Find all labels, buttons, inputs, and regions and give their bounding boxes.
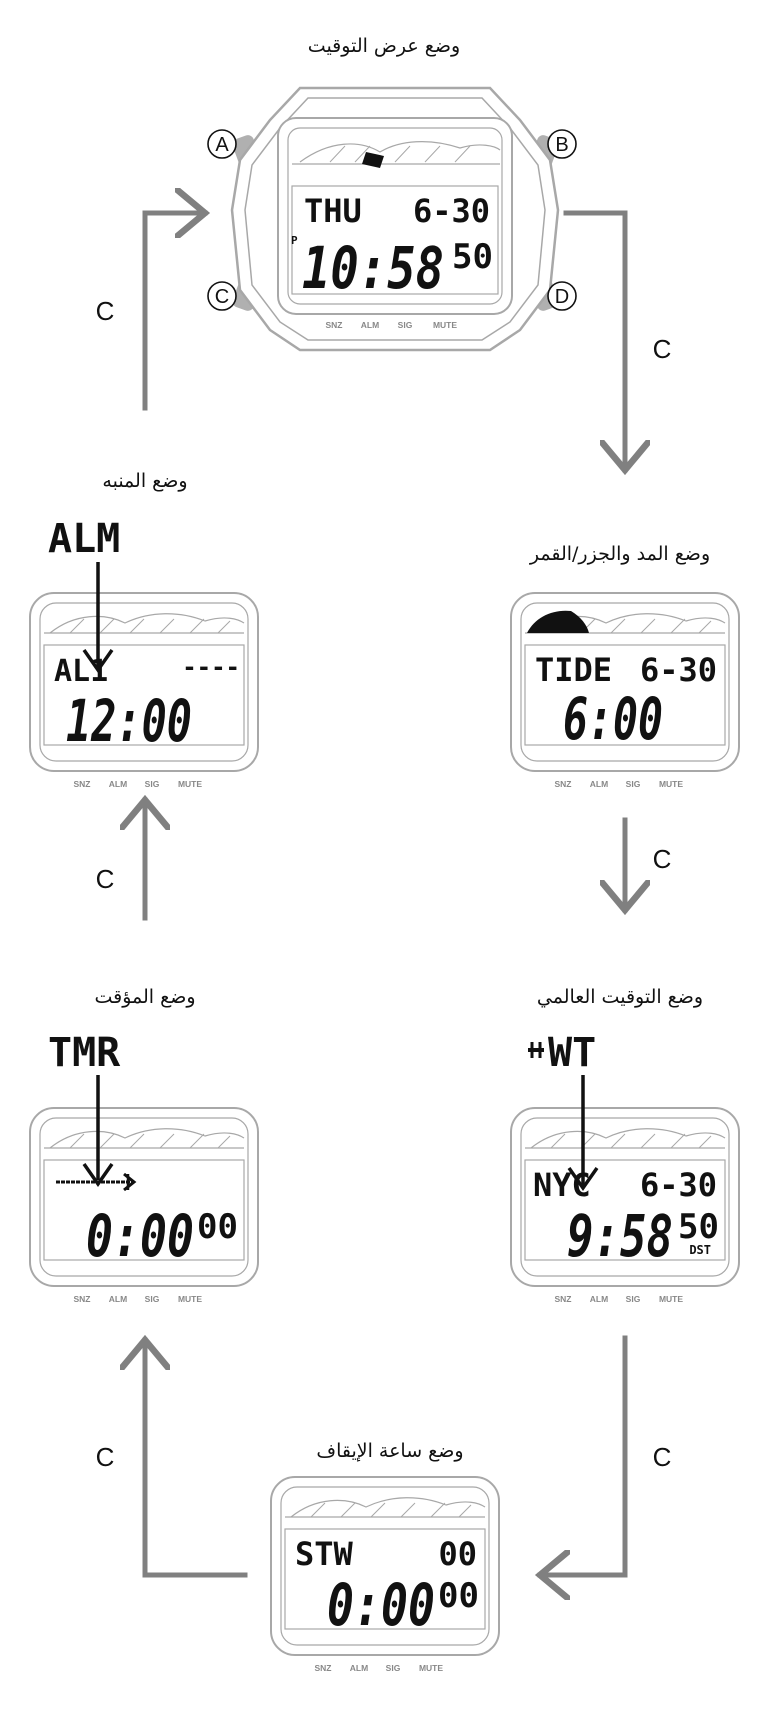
c-label-alarm-to-timekeeping: C xyxy=(96,296,115,326)
tk-time: 10:58 xyxy=(302,234,444,302)
timer-seconds: 00 xyxy=(197,1207,238,1247)
timer-footer-mute: MUTE xyxy=(178,1294,202,1304)
flow-arrow-world-time-to-stopwatch xyxy=(540,1335,628,1575)
stw-footer-snz: SNZ xyxy=(315,1663,332,1673)
callout-world-time: WT xyxy=(548,1030,596,1076)
timer-footer-sig: SIG xyxy=(145,1294,160,1304)
watch-alarm: AL1 ---- 12:00 SNZ ALM SIG MUTE xyxy=(29,592,259,789)
stw-split: 00 xyxy=(438,1535,477,1573)
wt-footer-sig: SIG xyxy=(626,1294,641,1304)
tk-seconds: 50 xyxy=(452,237,493,277)
alarm-footer-snz: SNZ xyxy=(74,779,91,789)
button-labels: A B C D xyxy=(207,129,577,311)
moon-phase-segment xyxy=(362,152,384,168)
stw-seconds: 00 xyxy=(438,1576,479,1616)
c-label-stopwatch-to-timer: C xyxy=(96,1442,115,1472)
label-timer-mode: وضع المؤقت xyxy=(94,986,195,1008)
timer-time: 0:00 xyxy=(86,1202,194,1270)
stw-footer-alm: ALM xyxy=(350,1663,368,1673)
tide-footer-snz: SNZ xyxy=(555,779,572,789)
tide-moon-segment xyxy=(527,610,589,633)
label-alarm-mode: وضع المنبه xyxy=(102,470,187,492)
tk-date: 6-30 xyxy=(413,192,490,230)
stw-footer-sig: SIG xyxy=(386,1663,401,1673)
flow-arrow-timekeeping-to-tide xyxy=(563,210,625,470)
flow-arrow-stopwatch-to-timer xyxy=(145,1340,248,1578)
alarm-footer-mute: MUTE xyxy=(178,779,202,789)
alarm-dashes: ---- xyxy=(182,653,240,681)
tide-date: 6-30 xyxy=(640,651,717,689)
c-label-world-time-to-stopwatch: C xyxy=(653,1442,672,1472)
timer-footer-snz: SNZ xyxy=(74,1294,91,1304)
wt-footer-alm: ALM xyxy=(590,1294,608,1304)
label-stopwatch-mode: وضع ساعة الإيقاف xyxy=(316,1440,463,1462)
button-a-label: A xyxy=(215,134,229,156)
watch-stopwatch: STW 00 0:00 00 SNZ ALM SIG MUTE xyxy=(270,1476,500,1673)
callout-timer-pointer-head xyxy=(82,1162,114,1188)
stw-time: 0:00 xyxy=(327,1571,435,1639)
alarm-footer-alm: ALM xyxy=(109,779,127,789)
tk-footer-sig: SIG xyxy=(398,320,413,330)
tide-label: TIDE xyxy=(535,651,612,689)
wt-time: 9:58 xyxy=(567,1202,673,1270)
tide-time: 6:00 xyxy=(563,685,663,753)
watch-world-time: NYC 6-30 9:58 50 DST SNZ ALM SIG MUTE xyxy=(510,1107,740,1304)
alarm-footer-sig: SIG xyxy=(145,779,160,789)
label-tide-moon-mode: وضع المد والجزر/القمر xyxy=(529,543,710,565)
wt-seconds: 50 xyxy=(678,1207,719,1247)
wt-dst-indicator: DST xyxy=(689,1243,711,1257)
callout-world-time-icon xyxy=(528,1042,544,1058)
callout-timer: TMR xyxy=(48,1030,121,1076)
watch-tide-moon: TIDE 6-30 6:00 SNZ ALM SIG MUTE xyxy=(510,592,740,789)
watch-timekeeping: THU 6-30 P 10:58 50 SNZ ALM SIG MUTE xyxy=(230,86,560,352)
tk-footer-alm: ALM xyxy=(361,320,379,330)
stw-label: STW xyxy=(295,1535,354,1573)
c-label-timer-to-alarm: C xyxy=(96,864,115,894)
tk-footer-mute: MUTE xyxy=(433,320,457,330)
callout-alarm: ALM xyxy=(48,516,120,562)
callout-alarm-pointer-head xyxy=(82,648,114,674)
watch-timer: 0:00 00 SNZ ALM SIG MUTE xyxy=(29,1107,259,1304)
wt-footer-mute: MUTE xyxy=(659,1294,683,1304)
button-b-label: B xyxy=(555,134,568,156)
timer-footer-alm: ALM xyxy=(109,1294,127,1304)
wt-footer-snz: SNZ xyxy=(555,1294,572,1304)
tide-footer-mute: MUTE xyxy=(659,779,683,789)
tide-footer-sig: SIG xyxy=(626,779,641,789)
c-label-tide-to-world-time: C xyxy=(653,844,672,874)
tk-day: THU xyxy=(304,192,362,230)
c-label-timekeeping-to-tide: C xyxy=(653,334,672,364)
label-timekeeping-mode: وضع عرض التوقيت xyxy=(308,35,460,57)
tk-footer-snz: SNZ xyxy=(326,320,343,330)
alarm-time: 12:00 xyxy=(66,687,192,755)
button-c-label: C xyxy=(215,286,229,308)
tk-pm-indicator: P xyxy=(291,234,298,247)
button-d-label: D xyxy=(555,286,569,308)
wt-date: 6-30 xyxy=(640,1166,717,1204)
stw-footer-mute: MUTE xyxy=(419,1663,443,1673)
flow-arrow-alarm-to-timekeeping xyxy=(142,213,205,411)
tide-footer-alm: ALM xyxy=(590,779,608,789)
label-world-time-mode: وضع التوقيت العالمي xyxy=(537,986,703,1008)
alarm-number: AL1 xyxy=(54,654,108,689)
callout-world-time-pointer-head xyxy=(567,1166,599,1192)
